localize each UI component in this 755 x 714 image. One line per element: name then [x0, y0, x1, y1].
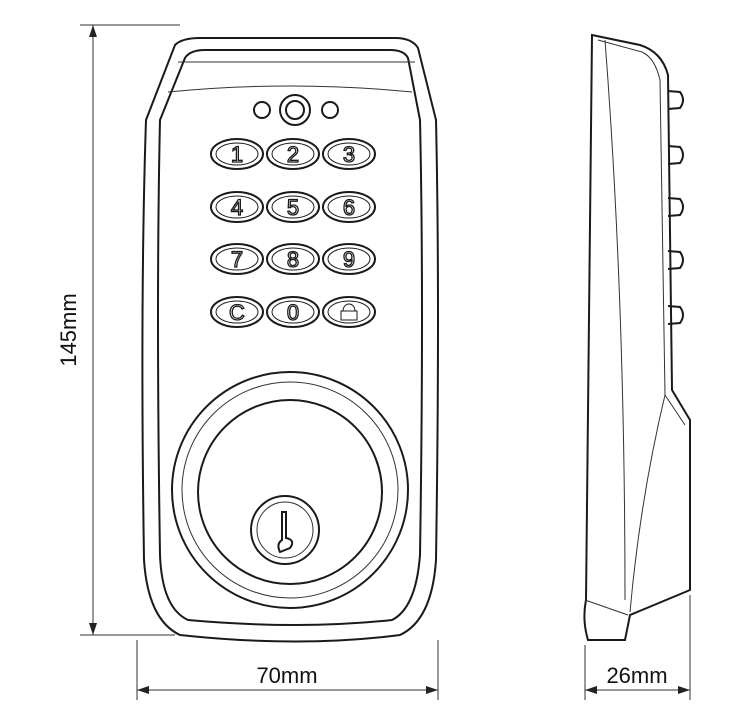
key-label: 8 — [287, 247, 299, 272]
keyway-icon — [277, 511, 294, 554]
side-button — [667, 145, 684, 165]
key-8: 8 — [266, 243, 320, 275]
sensor-left-icon — [253, 101, 271, 119]
key-1: 1 — [210, 138, 264, 170]
key-4: 4 — [210, 191, 264, 223]
side-button — [667, 90, 684, 110]
key-6: 6 — [322, 191, 376, 223]
lock-icon — [340, 303, 358, 321]
side-button — [667, 305, 684, 325]
key-label: C — [229, 300, 245, 325]
sensor-right-icon — [321, 101, 339, 119]
width-label: 70mm — [256, 663, 317, 688]
front-view: 1 2 3 4 5 6 7 8 9C 0 — [141, 37, 439, 643]
dimension-width: 70mm — [136, 640, 439, 700]
key-0: 0 — [266, 296, 320, 328]
key-2: 2 — [266, 138, 320, 170]
side-view — [583, 33, 691, 641]
height-label: 145mm — [56, 293, 81, 366]
key-label: 2 — [287, 142, 299, 167]
dimension-height: 145mm — [56, 24, 180, 636]
key-9: 9 — [322, 243, 376, 275]
camera-icon — [279, 94, 311, 126]
side-button — [667, 250, 684, 270]
cylinder-rose — [171, 371, 409, 609]
side-button — [667, 197, 684, 217]
key-label: 6 — [343, 195, 355, 220]
key-lock — [322, 296, 376, 328]
keyhole — [250, 495, 320, 565]
key-label: 3 — [343, 142, 355, 167]
key-7: 7 — [210, 243, 264, 275]
key-5: 5 — [266, 191, 320, 223]
key-label: 7 — [231, 247, 243, 272]
key-3: 3 — [322, 138, 376, 170]
key-label: 1 — [231, 142, 243, 167]
key-label: 0 — [287, 300, 299, 325]
key-C: C — [210, 296, 264, 328]
dimension-depth: 26mm — [584, 595, 691, 700]
key-label: 4 — [231, 195, 243, 220]
key-label: 5 — [287, 195, 299, 220]
depth-label: 26mm — [606, 663, 667, 688]
key-label: 9 — [343, 247, 355, 272]
